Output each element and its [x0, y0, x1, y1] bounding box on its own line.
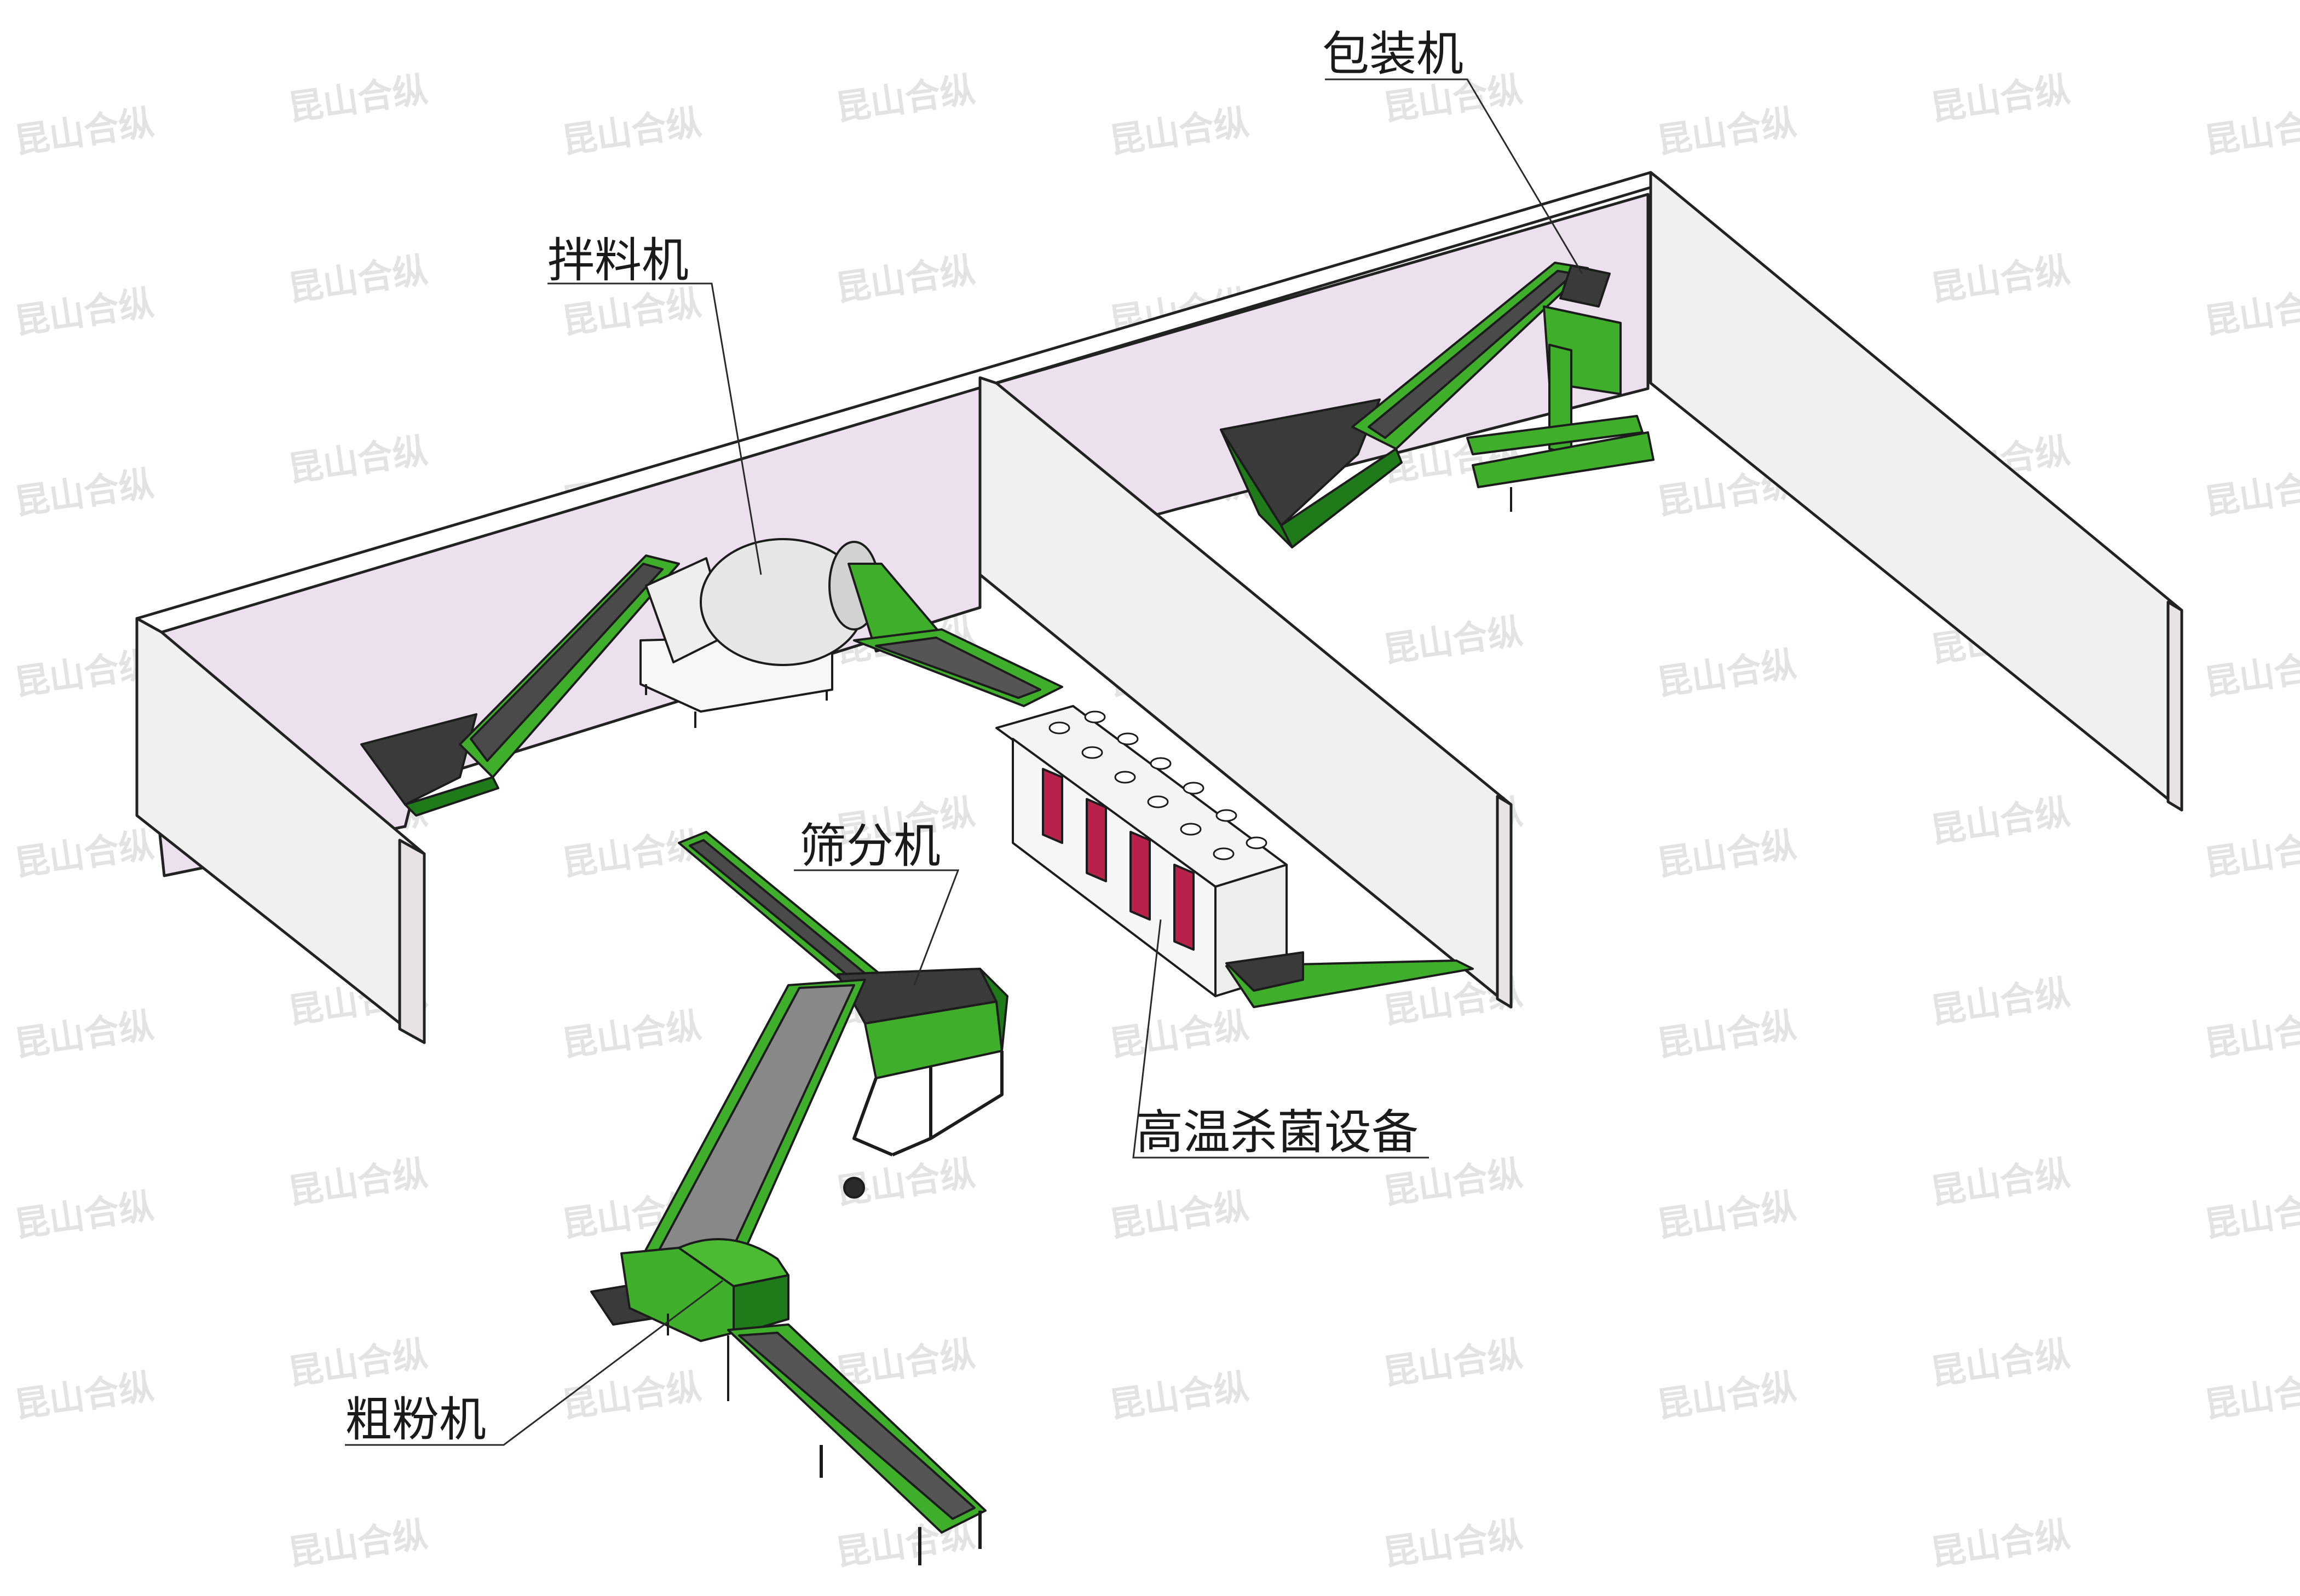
watermark-text: 昆山合纵 [1107, 1186, 1252, 1246]
crusher-output-belt [738, 1332, 976, 1520]
mixing-machine [360, 538, 1063, 817]
watermark-text: 昆山合纵 [1655, 1005, 1799, 1065]
watermark-text: 昆山合纵 [1928, 1153, 2073, 1213]
label-coarse-crusher: 粗粉机 [345, 1392, 486, 1447]
watermark-text: 昆山合纵 [560, 1367, 704, 1426]
watermark-text: 昆山合纵 [560, 283, 704, 343]
sterilizer-door [1173, 864, 1195, 951]
packaging-conveyor-lower [1280, 448, 1403, 548]
sterilizer-vents [1048, 710, 1267, 860]
screening-machine [678, 831, 1008, 1199]
watermark-text: 昆山合纵 [1928, 1334, 2073, 1393]
watermark-text: 昆山合纵 [2202, 464, 2300, 523]
watermark-text: 昆山合纵 [1655, 825, 1799, 884]
leader-lines [345, 78, 1583, 1446]
crusher-side [733, 1274, 789, 1337]
crusher-hood [678, 1238, 789, 1287]
watermark-text: 昆山合纵 [1107, 1367, 1252, 1426]
watermark-text: 昆山合纵 [1655, 102, 1799, 162]
packaging-head [1559, 264, 1611, 308]
watermark-text: 昆山合纵 [12, 1005, 157, 1065]
watermark-text: 昆山合纵 [12, 283, 157, 343]
watermark-text: 昆山合纵 [1381, 1334, 1525, 1393]
leader-packaging [1325, 78, 1583, 274]
watermark-text: 昆山合纵 [1928, 250, 2073, 310]
watermark-text: 昆山合纵 [1928, 1514, 2073, 1574]
leader-sterilization [1132, 919, 1429, 1159]
watermark-text: 昆山合纵 [286, 1514, 430, 1574]
watermark-text: 昆山合纵 [1928, 973, 2073, 1032]
sterilizer-door [1129, 831, 1151, 921]
right-end-wall-edge [2166, 600, 2183, 812]
watermark-text: 昆山合纵 [2202, 644, 2300, 704]
watermark-text: 昆山合纵 [12, 825, 157, 884]
mixer-feed-hopper [360, 713, 477, 806]
label-sterilization-equipment: 高温杀菌设备 [1136, 1105, 1419, 1160]
screening-wheel [843, 1177, 865, 1199]
watermark-text: 昆山合纵 [12, 102, 157, 162]
mixer-feed-conveyor-belt [470, 563, 664, 762]
watermark-text: 昆山合纵 [286, 70, 430, 129]
sterilizer-door [1042, 768, 1063, 844]
sterilizer-door [1086, 798, 1107, 882]
watermark-text: 昆山合纵 [1107, 102, 1252, 162]
watermark-text: 昆山合纵 [1655, 1186, 1799, 1246]
watermark-text: 昆山合纵 [12, 1367, 157, 1426]
watermark-text: 昆山合纵 [833, 1334, 978, 1393]
watermark-text: 昆山合纵 [2202, 1186, 2300, 1246]
watermark-text: 昆山合纵 [833, 70, 978, 129]
watermark-text: 昆山合纵 [286, 431, 430, 490]
watermark-text: 昆山合纵 [2202, 102, 2300, 162]
watermark-text: 昆山合纵 [833, 250, 978, 310]
watermark-text: 昆山合纵 [1381, 1514, 1525, 1574]
label-screening-machine: 筛分机 [799, 819, 941, 874]
mixer-output-conveyor-belt [875, 637, 1041, 699]
watermark-text: 昆山合纵 [560, 1005, 704, 1065]
watermark-text: 昆山合纵 [560, 102, 704, 162]
watermark-text: 昆山合纵 [286, 1334, 430, 1393]
watermark-text: 昆山合纵 [1928, 792, 2073, 852]
watermark-text: 昆山合纵 [12, 464, 157, 523]
watermark-text: 昆山合纵 [286, 1153, 430, 1213]
wall-structure [135, 171, 2183, 1044]
middle-partition-edge [1496, 795, 1513, 1009]
coarse-crusher [590, 979, 987, 1565]
watermark-text: 昆山合纵 [12, 1186, 157, 1246]
leader-mixing [547, 282, 762, 575]
watermark-text: 昆山合纵 [1655, 644, 1799, 704]
sterilization-equipment [995, 705, 1474, 1008]
watermark-text: 昆山合纵 [1655, 1367, 1799, 1426]
left-end-wall-edge [398, 839, 426, 1044]
watermark-text: 昆山合纵 [2202, 283, 2300, 343]
watermark-text: 昆山合纵 [1381, 611, 1525, 671]
packaging-machine [1220, 262, 1655, 548]
watermark-text: 昆山合纵 [560, 825, 704, 884]
sterilizer-doors [1042, 768, 1195, 951]
watermark-text: 昆山合纵 [1928, 70, 2073, 129]
watermark-text: 昆山合纵 [1381, 1153, 1525, 1213]
label-packaging-machine: 包装机 [1322, 27, 1463, 82]
leader-screening [794, 869, 960, 986]
watermark-text: 昆山合纵 [2202, 1367, 2300, 1426]
watermark-text: 昆山合纵 [2202, 1005, 2300, 1065]
leader-crusher [345, 1280, 723, 1446]
watermark-text: 昆山合纵 [1107, 1005, 1252, 1065]
sterilizer-output-hopper [1225, 951, 1304, 992]
packaging-platform [1472, 431, 1655, 488]
watermark-text: 昆山合纵 [12, 644, 157, 704]
watermark-text: 昆山合纵 [286, 250, 430, 310]
label-mixing-machine: 拌料机 [547, 233, 689, 288]
mixer-feed-conveyor-side [404, 776, 499, 817]
watermark-text: 昆山合纵 [2202, 825, 2300, 884]
